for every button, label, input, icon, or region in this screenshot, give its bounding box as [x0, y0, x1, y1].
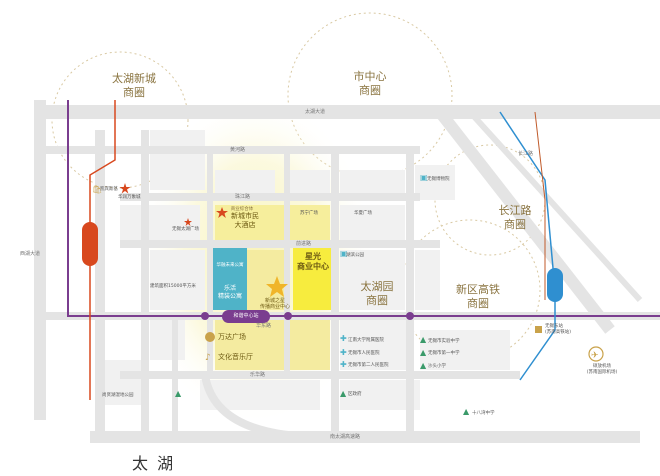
label-park2: 湖滨公园 — [346, 253, 364, 258]
apartment-name: 乐活 精装公寓 — [217, 285, 242, 300]
road-label-lehui: 乐华路 — [250, 372, 266, 378]
hospital-icon-1: ✚ — [340, 334, 347, 343]
hotel-sub: 商业综合体 — [230, 207, 254, 212]
label-huarun: 华润万象城 — [118, 195, 141, 200]
rail-icon — [535, 326, 542, 333]
road-label-changjiang: 长江路 — [518, 151, 534, 157]
left-star-icon — [119, 183, 131, 194]
hospital-icon-3: ✚ — [340, 360, 347, 369]
apartment-block — [213, 248, 247, 310]
gov-icon: ▲ — [340, 389, 347, 398]
airport-icon — [588, 346, 604, 362]
wanda-label: 万达广场 — [218, 333, 246, 341]
label-school3: 沙头小学 — [428, 364, 446, 369]
metro-station-label: 和谐中心站 — [233, 313, 259, 319]
new-district-zone — [399, 219, 541, 361]
metro-line-orange — [89, 100, 116, 400]
road-label-south: 南太湖高速路 — [330, 434, 361, 440]
project-star-icon — [266, 276, 288, 297]
project-sub: 新城之星 传播商业中心 — [259, 298, 290, 310]
metro-line-dark-orange — [534, 111, 546, 300]
metro-node-1 — [201, 312, 209, 320]
label-park1: 无锡博物院 — [427, 177, 450, 182]
zone-label-taige-park: 太湖园 商圈 — [360, 280, 394, 307]
block-south — [215, 320, 330, 370]
airport-plane-icon: ✈ — [591, 351, 599, 361]
landmark-hotel-label: 新城市民 大酒店 — [231, 212, 259, 229]
music-icon: ♪ — [205, 353, 211, 363]
label-shopping2: 华夏广场 — [354, 211, 372, 216]
landmark-star-icon — [216, 207, 228, 218]
label-school2: 无锡市第一中学 — [428, 351, 460, 356]
metro-station-right-capsule — [547, 268, 563, 302]
park-icon-2: ▣ — [340, 249, 348, 258]
label-school1: 无锡市实验中学 — [428, 339, 460, 344]
project-block — [293, 248, 333, 310]
metro-station-left-capsule — [82, 222, 98, 266]
label-bottom-right-school: 十八湾中学 — [472, 411, 495, 416]
road-label-west: 西湖大道 — [20, 251, 41, 257]
apartment-area: 建筑面积15000平方米 — [150, 284, 196, 289]
road-label-taihu-ave: 太湖大道 — [305, 109, 326, 115]
label-shopping1: 苏宁广场 — [300, 211, 318, 216]
label-hospital1: 江南大学附属医院 — [348, 338, 384, 343]
left-star2-icon — [184, 218, 192, 226]
road-label-huangshan: 黄河路 — [230, 147, 246, 153]
airport-label: 硕放机场 (苏南国际机场) — [586, 364, 618, 375]
concert-label: 文化音乐厅 — [218, 353, 253, 361]
school-icon-3: ▲ — [420, 361, 427, 370]
road-label-zhuhai: 珠江路 — [235, 194, 251, 200]
metro-line-purple — [67, 100, 660, 317]
bottom-title: 太 湖 — [132, 454, 176, 473]
hospital-icon-2: ✚ — [340, 348, 347, 357]
taihu-new-city-zone — [51, 51, 189, 189]
zone-label-city-center: 市中心 商圈 — [353, 70, 387, 97]
road-label-huandong: 华东路 — [256, 323, 272, 329]
rail-label: 无锡东站 (苏南高铁站) — [545, 324, 572, 335]
wanda-icon — [205, 332, 215, 342]
metro-station-main-capsule — [222, 310, 270, 323]
metro-node-2 — [284, 312, 292, 320]
road-label-beijing: 前进路 — [296, 241, 312, 247]
project-name: 星光 商业中心 — [297, 252, 329, 271]
label-star: 无锡太湖广场 — [172, 227, 199, 232]
zone-label-taihu-new-city: 太湖新城 商圈 — [112, 72, 156, 99]
bag-icon-1: 🛍 — [92, 185, 102, 194]
lake-shore-arc — [201, 374, 336, 442]
school-icon-5: ▲ — [463, 407, 470, 416]
label-hotel-left: 凯宾斯基 — [100, 187, 118, 192]
school-icon-1: ▲ — [420, 335, 427, 344]
park-icon-1: ▣ — [420, 173, 428, 182]
apartment-note: 华融未来公寓 — [216, 263, 244, 268]
label-gov: 区政府 — [348, 392, 362, 397]
school-icon-2: ▲ — [420, 348, 427, 357]
label-hospital3: 无锡市第二人民医院 — [348, 363, 389, 368]
metro-node-3 — [406, 312, 414, 320]
zone-label-changjiang: 长江路 商圈 — [498, 204, 532, 231]
city-center-zone — [287, 12, 453, 178]
label-bottom-left-park: 尚贤湖湿地公园 — [102, 393, 134, 398]
label-hospital2: 无锡市人民医院 — [348, 351, 380, 356]
school-icon-4: ▲ — [175, 389, 182, 398]
block-hotel — [215, 205, 330, 240]
zone-label-new-district: 新区高铁 商圈 — [456, 283, 500, 310]
